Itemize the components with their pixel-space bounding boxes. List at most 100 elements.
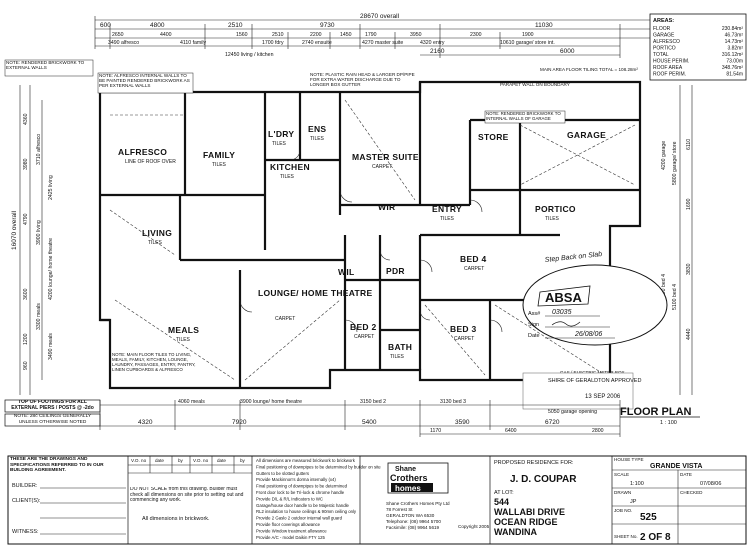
rev-header: V.O. no [131,458,147,463]
dim-text: 1450 [340,32,352,38]
dim-text: 2510 [272,32,284,38]
dim-text: 4390 bed 4 [661,274,667,300]
dim-text: 1700 fdry [262,40,284,46]
room-meals: MEALS [168,325,199,335]
dim-text: 4320 entry [420,40,445,46]
room-master-suite: MASTER SUITE [352,152,419,162]
house-type: GRANDE VISTA [650,463,702,470]
area-value: 46.73m² [725,33,744,39]
client-name: J. D. COUPAR [510,474,577,485]
spec-note: Provide Mackinnon's dorma internally (x4… [256,477,336,482]
drawing-title: FLOOR PLAN [620,406,692,418]
room-family: FAMILY [203,150,235,160]
dim-text: 4790 [23,213,29,225]
dim-text: 10610 garage/ store int. [500,40,555,46]
area-label: ALFRESCO [653,39,680,45]
dim-text: 3900 living [36,220,42,245]
company-logo: Shane Crothers homes [387,462,449,494]
room-living: LIVING [142,228,172,238]
house-type-label: HOUSE TYPE [614,457,644,462]
room-bed2: BED 2 [350,322,377,332]
job-label: JOB NO. [614,508,632,513]
room-sub: CARPET [464,266,484,272]
shire-stamp: SHIRE OF GERALDTON APPROVED 13 SEP 2006 [522,372,641,410]
room-entry: ENTRY [432,204,462,214]
drawing-scale-note: 1 : 100 [660,420,677,426]
shire-stamp-date: 13 SEP 2006 [585,394,621,400]
suburb-1: OCEAN RIDGE [494,517,558,527]
spec-note: Garage/house door handle to be Majestic … [256,503,350,508]
company-name-3: homes [395,484,421,493]
dim-text: 4400 [160,32,172,38]
room-store: STORE [478,132,509,142]
dim-text: 3710 alfresco [36,134,42,165]
job-info: HOUSE TYPE GRANDE VISTA SCALE 1:100 DATE… [612,457,746,544]
room-sub: TILES [212,162,227,168]
date-label: DATE [680,472,692,477]
dim-text: 2800 [592,428,604,434]
note-garage-rendered: NOTE: RENDERED BRICKWORK TO INTERNAL WAL… [486,111,561,121]
dim-text: 6400 [505,428,517,434]
room-alfresco: ALFRESCO [118,147,167,157]
note-meter-box: GAS / ELECTRIC METER BOX [560,370,625,375]
dim-text: 1170 [430,428,441,434]
room-lounge: LOUNGE/ HOME THEATRE [258,288,372,298]
absa-assr-label: Ass# [528,311,541,317]
dim-text: 4270 master suite [362,40,403,46]
job-number: 525 [640,512,657,523]
room-sub: CARPET [275,316,295,322]
agreement-text: THESE ARE THE DRAWINGS AND SPECIFICATION… [10,457,104,471]
area-label: PORTICO [653,46,676,52]
dim-text: 7920 [232,419,247,426]
area-label: TOTAL [653,52,669,58]
dim-text: 3830 [686,263,692,275]
dim-text: 3490 alfresco [108,40,139,46]
dim-text: 4110 family [180,40,207,46]
dim-text: 3130 bed 3 [440,399,466,405]
dim-text: 2300 [470,32,482,38]
dim-text: 4800 [150,22,165,29]
dim-text: 600 [100,22,111,29]
spec-note: Gutters to be slotted gutters [256,471,309,476]
note-rain-head: NOTE: PLASTIC RAIN HEAD & LARGER DP/PIPE… [310,72,415,87]
dim-text: 1200 [23,333,29,345]
dim-text: 1690 [686,198,692,210]
dim-text: 5050 garage opening [548,409,597,415]
spec-note: Provide Window treatment allowance [256,528,327,533]
checked-label: CHECKED [680,490,703,495]
rev-header: date [217,458,226,463]
room-labels: ALFRESCO LINE OF ROOF OVER FAMILY TILES … [118,124,606,360]
dim-text: 4200 garage [661,141,667,170]
dim-text: 3300 meals [36,303,42,330]
room-sub: TILES [148,240,163,246]
dim-text: 4440 [686,328,692,340]
note-floor-tiling: NOTE: MAIN FLOOR TILES TO LIVING, MEALS,… [112,352,196,372]
suburb-2: WANDINA [494,527,537,537]
dim-text: 2425 living [48,175,54,200]
client-label: CLIENT(S): [12,498,41,504]
street: WALLABI DRIVE [494,507,565,517]
room-laundry: L'DRY [268,129,294,139]
company-address-line: Shane Crothers Homes Pty Ltd [386,501,450,506]
dim-text: 11030 [535,22,553,29]
dim-text: 4360 [23,113,29,125]
witness-label: WITNESS: [12,529,39,535]
date-value: 07/08/06 [700,481,721,487]
room-bed4: BED 4 [460,254,487,264]
absa-date-value: 26/08/06 [574,331,602,338]
drawn-value: JP [630,499,637,505]
title-block [7,455,747,545]
dim-text: 6720 [545,419,560,426]
company-address-line: 78 Forrest St [386,507,413,512]
overall-top-dim: 28670 overall [360,13,400,20]
area-value: 81.54m [726,72,743,78]
spec-note: Final positioning of downpipes to be det… [256,484,348,489]
spec-note: RL2 insulation to house ceilings & 90mm … [256,509,357,514]
room-bath: BATH [388,342,412,352]
areas-heading: AREAS: [653,18,674,24]
dim-text: 9730 [320,22,335,29]
dim-text: 6110 [686,139,692,150]
overall-left-dim: 16070 overall [11,210,18,250]
dim-text: 2510 [228,22,243,29]
dim-text: 6000 [560,48,575,55]
